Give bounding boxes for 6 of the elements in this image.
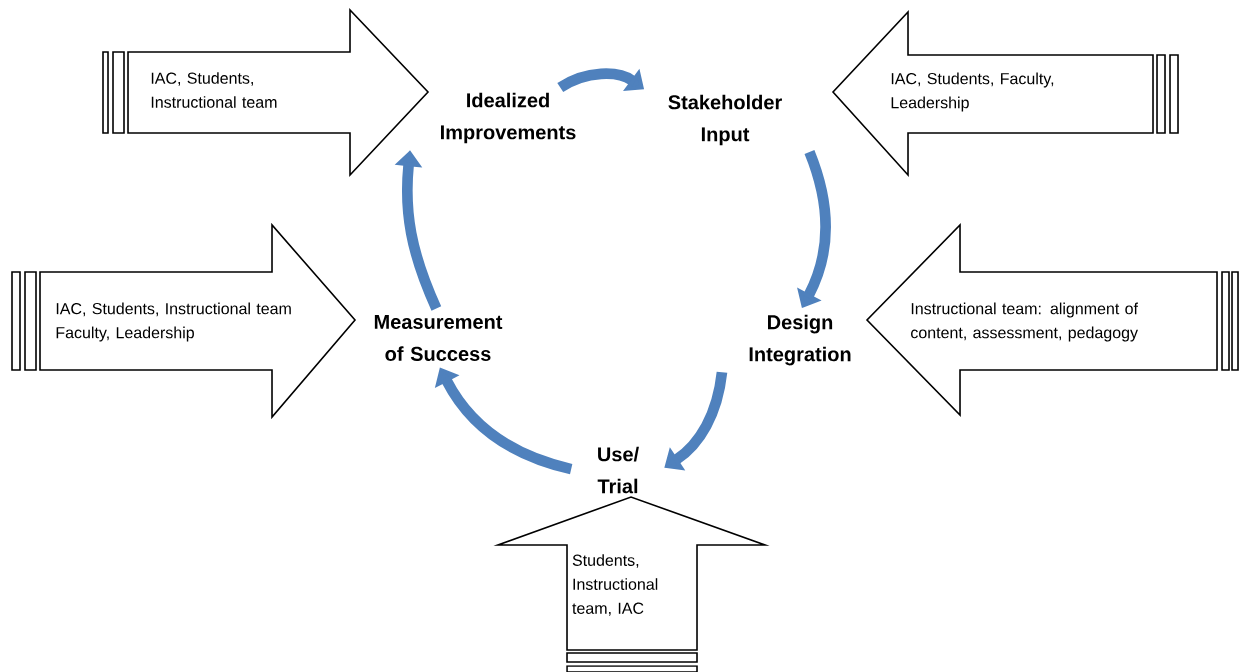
stage-label: Design Integration	[749, 314, 851, 366]
stage-label: Measurement of Success	[374, 315, 503, 361]
stage-label: Use/ Trial	[597, 446, 639, 494]
stage-label: Stakeholder Input	[668, 94, 782, 146]
cycle-arrow	[664, 371, 728, 471]
stage-label: Idealized Improvements	[441, 92, 576, 144]
